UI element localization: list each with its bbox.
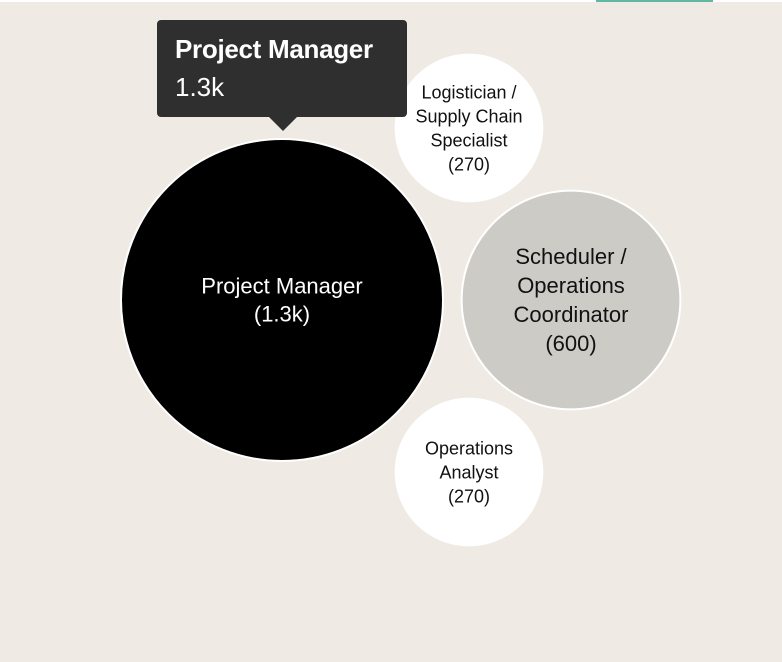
bubble-label-project-manager: Project Manager (1.3k) bbox=[201, 274, 362, 327]
bubble-label-line: Scheduler / bbox=[515, 244, 627, 269]
top-accent-bar bbox=[596, 0, 713, 2]
bubble-circle-operations-analyst[interactable] bbox=[394, 397, 544, 547]
tooltip-pointer bbox=[269, 117, 297, 131]
chart-tooltip: Project Manager 1.3k bbox=[157, 20, 407, 131]
bubble-label-line: Logistician / bbox=[421, 82, 516, 102]
bubble-label-line: Coordinator bbox=[514, 302, 629, 327]
tooltip-value: 1.3k bbox=[175, 72, 225, 102]
bubble-value-label: (600) bbox=[545, 331, 596, 356]
bubble-label-line: Project Manager bbox=[201, 274, 362, 299]
bubble-circle-project-manager[interactable] bbox=[120, 138, 444, 462]
top-divider bbox=[0, 0, 782, 2]
bubble-circle-scheduler-operations-coordinator[interactable] bbox=[460, 189, 682, 411]
bubble-label-line: Supply Chain bbox=[415, 106, 522, 126]
bubble-label-line: Specialist bbox=[430, 130, 507, 150]
bubble-label-line: Analyst bbox=[439, 462, 498, 482]
bubble-value-label: (270) bbox=[448, 154, 490, 174]
bubble-label-line: Operations bbox=[425, 438, 513, 458]
bubble-circle-logistician-supply-chain-specialist[interactable] bbox=[394, 53, 544, 203]
tooltip-title: Project Manager bbox=[175, 34, 373, 64]
bubble-value-label: (270) bbox=[448, 486, 490, 506]
bubble-label-line: Operations bbox=[517, 273, 625, 298]
bubble-project-manager[interactable]: Project Manager (1.3k) bbox=[120, 138, 444, 462]
bubble-value-label: (1.3k) bbox=[254, 302, 310, 327]
